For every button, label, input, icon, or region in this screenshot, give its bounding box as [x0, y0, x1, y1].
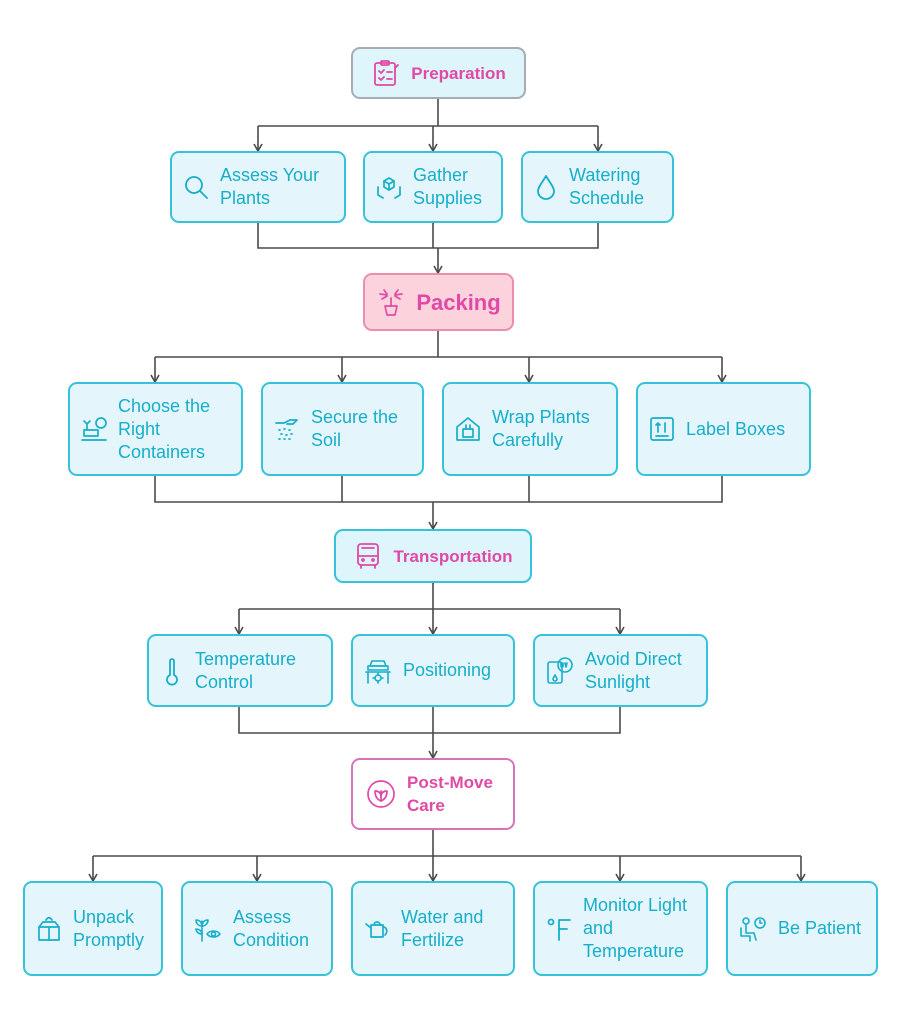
step-wrap-plants-carefully: Wrap Plants Carefully: [442, 382, 618, 476]
step-assess-condition: Assess Condition: [181, 881, 333, 976]
water-drop-icon: [533, 173, 559, 201]
car-lift-icon: [363, 656, 393, 686]
phase-transportation: Transportation: [334, 529, 532, 583]
step-watering-schedule: Watering Schedule: [521, 151, 674, 223]
step-choose-the-right-containers: Choose the Right Containers: [68, 382, 243, 476]
step-label: Temperature Control: [195, 648, 297, 692]
step-secure-the-soil: Secure the Soil: [261, 382, 424, 476]
step-avoid-direct-sunlight: Avoid Direct Sunlight: [533, 634, 708, 707]
fahrenheit-icon: [545, 914, 573, 944]
watering-can-icon: [363, 915, 391, 943]
thermometer-icon: [159, 656, 185, 686]
step-unpack-promptly: Unpack Promptly: [23, 881, 163, 976]
step-label: Label Boxes: [686, 418, 786, 439]
step-label: Assess Condition: [233, 906, 310, 950]
step-water-and-fertilize: Water and Fertilize: [351, 881, 515, 976]
phase-packing-label: Packing: [416, 289, 501, 315]
step-label: Assess Your Plants: [220, 165, 320, 208]
label-box-icon: [648, 415, 676, 443]
bus-icon: [353, 541, 383, 571]
phase-packing: Packing: [363, 273, 514, 331]
phase-post-move-care-label: Post-Move Care: [407, 773, 493, 815]
step-be-patient: Be Patient: [726, 881, 878, 976]
potted-plant-icon: [376, 286, 406, 318]
waiting-person-icon: [738, 914, 768, 944]
step-assess-your-plants: Assess Your Plants: [170, 151, 346, 223]
step-label: Water and Fertilize: [401, 906, 484, 950]
leaf-circle-icon: [365, 778, 397, 810]
open-box-icon: [35, 915, 63, 943]
step-temperature-control: Temperature Control: [147, 634, 333, 707]
phase-transportation-label: Transportation: [393, 546, 513, 566]
step-label: Positioning: [403, 660, 492, 680]
phase-preparation: Preparation: [351, 47, 526, 99]
plant-eye-icon: [193, 914, 223, 944]
phase-post-move-care: Post-Move Care: [351, 758, 515, 830]
step-gather-supplies: Gather Supplies: [363, 151, 503, 223]
magnifier-icon: [182, 173, 210, 201]
step-label: Avoid Direct Sunlight: [585, 648, 682, 692]
step-label: Be Patient: [778, 918, 862, 938]
container-icon: [80, 414, 108, 444]
phase-preparation-label: Preparation: [411, 63, 506, 83]
step-label: Gather Supplies: [413, 165, 483, 208]
step-label: Monitor Light and Temperature: [583, 895, 688, 961]
clipboard-icon: [371, 58, 401, 88]
house-wrap-icon: [454, 415, 482, 443]
step-label: Choose the Right Containers: [118, 395, 211, 462]
step-label: Wrap Plants Carefully: [492, 407, 590, 450]
uv-icon: [545, 656, 575, 686]
soil-hand-icon: [273, 414, 301, 444]
hands-box-icon: [375, 173, 403, 201]
step-label-boxes: Label Boxes: [636, 382, 811, 476]
step-positioning: Positioning: [351, 634, 515, 707]
step-monitor-light-and-temperature: Monitor Light and Temperature: [533, 881, 708, 976]
step-label: Unpack Promptly: [73, 906, 145, 950]
step-label: Watering Schedule: [569, 165, 645, 208]
step-label: Secure the Soil: [311, 407, 399, 450]
